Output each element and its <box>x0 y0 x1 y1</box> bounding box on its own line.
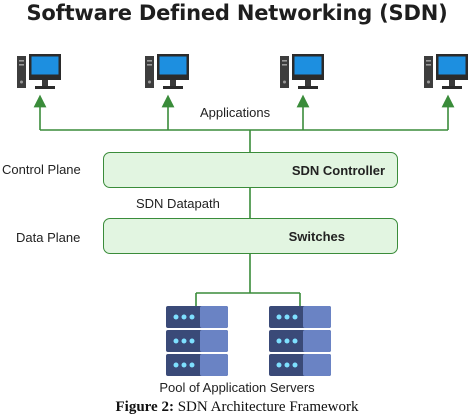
figure-caption: Figure 2: SDN Architecture Framework <box>0 398 474 416</box>
switches-box: Switches <box>103 218 398 254</box>
figure-number: Figure 2: <box>115 399 174 415</box>
sdn-controller-box: SDN Controller <box>103 152 398 188</box>
applications-label: Applications <box>200 105 271 120</box>
servers-pool-label: Pool of Application Servers <box>159 380 315 395</box>
sdn-datapath-label: SDN Datapath <box>136 196 220 211</box>
diagram-title: Software Defined Networking (SDN) <box>26 1 448 25</box>
switches-label: Switches <box>288 228 345 244</box>
sdn-controller-label: SDN Controller <box>291 162 385 178</box>
server-rack-icon <box>269 306 331 376</box>
desktop-computer-icon <box>280 54 324 89</box>
server-rack-icon <box>166 306 228 376</box>
control-plane-label: Control Plane <box>2 162 81 177</box>
figure-caption-text: SDN Architecture Framework <box>177 399 359 415</box>
switches-to-servers-line <box>195 254 301 306</box>
desktop-computer-icon <box>145 54 189 89</box>
desktop-computer-icon <box>424 54 468 89</box>
desktop-computer-icon <box>17 54 61 89</box>
data-plane-label: Data Plane <box>16 230 81 245</box>
